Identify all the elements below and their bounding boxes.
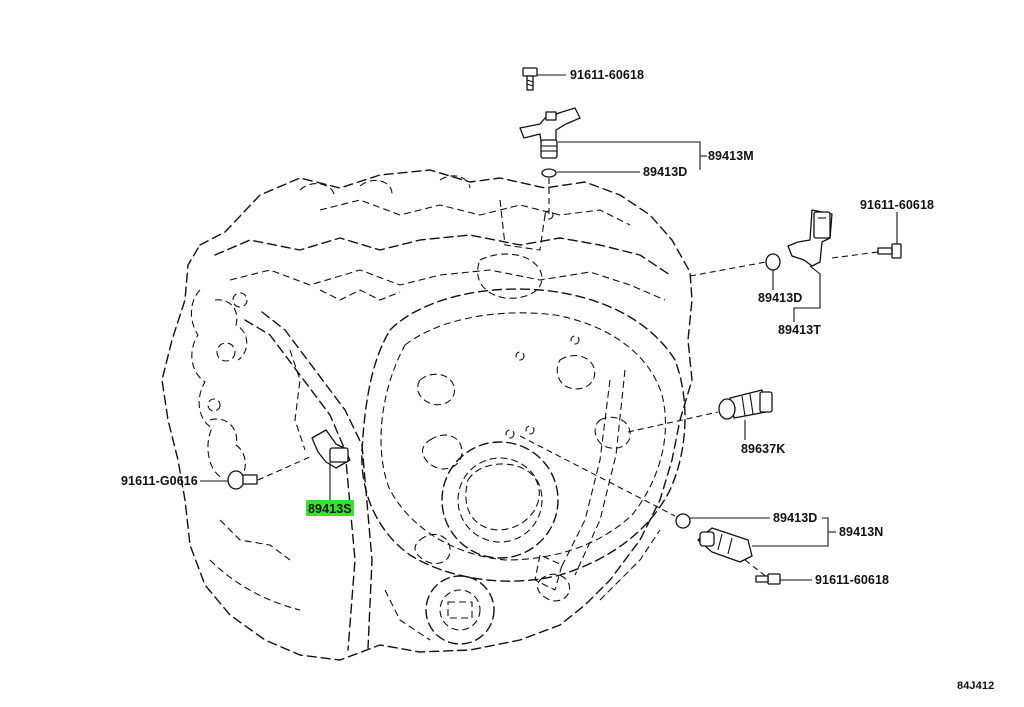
speed-sensor-89413N[interactable] <box>519 435 781 585</box>
transaxle-case-outline <box>161 169 693 661</box>
speed-sensor-89413T[interactable] <box>689 209 902 277</box>
highlight-marker <box>306 500 354 516</box>
bolt-icon <box>877 243 902 259</box>
part-labels: 91611-60618 89413M 89413D 91611-60618 89… <box>121 68 994 692</box>
reference-code: 84J412 <box>957 680 994 692</box>
label-sensor-89637K[interactable]: 89637K <box>741 442 785 456</box>
label-oring-lower[interactable]: 89413D <box>773 511 817 525</box>
label-bolt-right[interactable]: 91611-60618 <box>860 198 934 212</box>
label-bolt-left[interactable]: 91611-G0616 <box>121 474 198 488</box>
leader-lines <box>200 74 898 581</box>
speed-sensor-89413S[interactable] <box>227 429 351 490</box>
speed-sensor-89637K[interactable] <box>627 389 773 433</box>
bolt-icon <box>227 470 258 490</box>
speed-sensor-89413M[interactable] <box>519 67 581 220</box>
bolt-icon <box>755 573 781 585</box>
o-ring-icon <box>541 168 557 178</box>
label-bolt-top[interactable]: 91611-60618 <box>570 68 644 82</box>
label-oring-right[interactable]: 89413D <box>758 291 802 305</box>
label-sensor-89413M[interactable]: 89413M <box>708 149 754 163</box>
o-ring-icon <box>675 513 691 529</box>
o-ring-icon <box>765 253 781 271</box>
label-sensor-89413S[interactable]: 89413S <box>308 502 352 516</box>
label-bolt-lower[interactable]: 91611-60618 <box>815 573 889 587</box>
label-sensor-89413N[interactable]: 89413N <box>839 525 883 539</box>
label-sensor-89413T[interactable]: 89413T <box>778 323 821 337</box>
bolt-icon <box>522 67 538 91</box>
label-oring-top[interactable]: 89413D <box>643 165 687 179</box>
